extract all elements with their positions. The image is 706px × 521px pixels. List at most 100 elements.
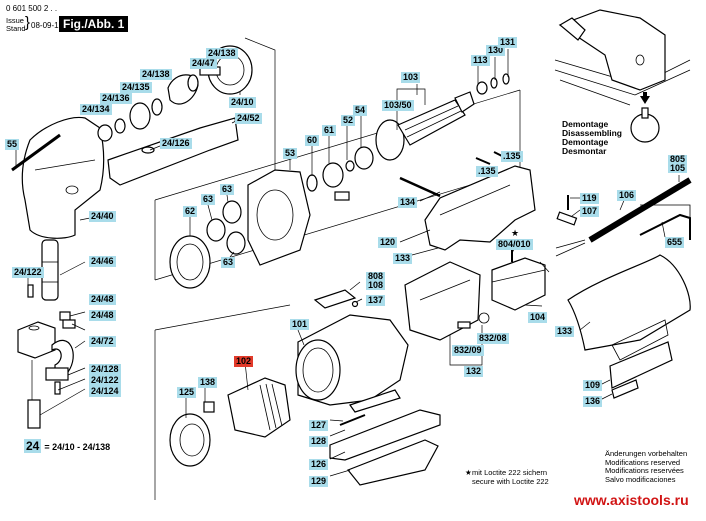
part-label[interactable]: 136 [583,396,603,407]
disassembly-note-line: Disassembling [562,128,622,138]
assembly-frame-lines [154,37,521,500]
part-label[interactable]: 655 [665,237,685,248]
part-label[interactable]: .135 [476,166,498,177]
part-label[interactable]: 101 [290,319,310,330]
brace-glyph: } [25,14,31,31]
part-label[interactable]: 107 [580,206,600,217]
part-label[interactable]: 24/47 [190,58,217,69]
disassembly-note-line: Demontage [562,137,609,147]
disassembly-illustration [554,9,691,143]
allen-key-655 [639,213,691,240]
star-icon: ★ [465,468,472,477]
part-label[interactable]: 113 [471,55,490,66]
issue-label: Issue Stand [6,17,26,33]
part-label[interactable]: 63 [201,194,216,205]
part-label[interactable]: 24/124 [89,386,121,397]
part-label[interactable]: 24/138 [206,48,238,59]
part-label[interactable]: 127 [309,420,329,431]
part-label[interactable]: 61 [322,125,337,136]
part-label[interactable]: 103 [401,72,421,83]
part-label[interactable]: 126 [309,459,329,470]
part-label[interactable]: 120 [378,237,398,248]
part-label[interactable]: 133 [555,326,575,337]
part-label[interactable]: 24/52 [235,113,262,124]
part-label[interactable]: 805 105 [668,154,688,173]
part-label[interactable]: 137 [366,295,386,306]
assembly-key-text: = 24/10 - 24/138 [44,442,111,452]
part-label[interactable]: 24/40 [89,211,116,222]
part-label[interactable]: 24/122 [12,267,44,278]
part-number: 0 601 500 2 . . [6,4,58,13]
part-label[interactable]: 24/135 [120,82,152,93]
part-label[interactable]: 131 [498,37,518,48]
loctite-star-marker: ★ [511,228,520,238]
part-label[interactable]: 808 108 [366,271,386,290]
part-label[interactable]: 109 [583,380,603,391]
part-label[interactable]: 24/72 [89,336,116,347]
loctite-note-de: mit Loctite 222 sichern [472,468,548,477]
part-label[interactable]: 24/48 [89,310,116,321]
part-label[interactable]: 129 [309,476,329,487]
part-label[interactable]: 52 [341,115,356,126]
part-label[interactable]: 128 [309,436,329,447]
part-label[interactable]: 24/122 [89,375,121,386]
part-label[interactable]: 60 [305,135,320,146]
part-label[interactable]: 138 [198,377,218,388]
part-label[interactable]: 106 [617,190,637,201]
modifications-line: Modifications reserved [605,457,681,467]
part-label[interactable]: 134 [398,197,418,208]
modifications-line: Salvo modificaciones [605,474,676,484]
punch-24-46 [41,239,59,301]
bearings [306,146,374,201]
part-label[interactable]: 130 [486,45,506,56]
loctite-note: ★ mit Loctite 222 sichern secure with Lo… [465,468,549,486]
part-label[interactable]: 125 [177,387,197,398]
part-label[interactable]: 24/134 [80,104,112,115]
part-label[interactable]: 53 [283,148,298,159]
modifications-line: Modifications reservées [605,466,684,475]
brush-holder-132 [404,261,490,366]
issue-label-de: Stand [6,24,26,33]
cable-tube-106 [555,177,692,257]
switch-slider-parts [329,389,441,486]
cover-plate-24-52 [107,117,239,186]
part-label[interactable]: 104 [528,312,548,323]
part-label[interactable]: 832/08 [477,333,509,344]
end-plate-125 [169,413,211,467]
armature-103 [375,73,510,161]
part-label[interactable]: 63 [220,184,235,195]
website-link[interactable]: www.axistools.ru [574,492,689,508]
part-label[interactable]: 133 [393,253,413,264]
part-label-highlighted[interactable]: 102 [234,356,254,367]
part-label[interactable]: 24/10 [229,97,256,108]
part-label[interactable]: 24/128 [89,364,121,375]
part-label[interactable]: 132 [464,366,484,377]
assembly-key-number[interactable]: 24 [24,439,42,453]
part-label[interactable]: 832/09 [452,345,484,356]
part-label[interactable]: 804/010 [496,239,533,250]
part-label[interactable]: 24/46 [89,256,116,267]
die-block [17,284,76,429]
rear-cover-133 [567,254,691,399]
motor-housing-101 [295,289,409,406]
part-label[interactable]: 24/48 [89,294,116,305]
part-label[interactable]: 55 [5,139,20,150]
issue-date: 08-09-16 [31,21,64,30]
disassembly-note-line: Desmontar [562,146,607,156]
part-label[interactable]: 62 [183,206,198,217]
modifications-note: Änderungen vorbehalten Modifications res… [605,449,688,484]
part-label[interactable]: 103/50 [382,100,414,111]
part-label[interactable]: 54 [353,105,368,116]
screw-55 [11,133,61,172]
ring-gear-and-planets [169,200,246,289]
assembly-key: 24= 24/10 - 24/138 [24,439,110,453]
disassembly-note-line: Demontage [562,119,609,129]
part-label[interactable]: 119 [580,193,599,204]
part-label[interactable]: 24/136 [100,93,132,104]
part-label[interactable]: .135 [501,151,523,162]
gear-housing-53 [247,169,311,266]
part-label[interactable]: 24/126 [160,138,192,149]
part-label[interactable]: 63 [221,257,236,268]
modifications-line: Änderungen vorbehalten [605,449,688,458]
part-label[interactable]: 24/138 [140,69,172,80]
